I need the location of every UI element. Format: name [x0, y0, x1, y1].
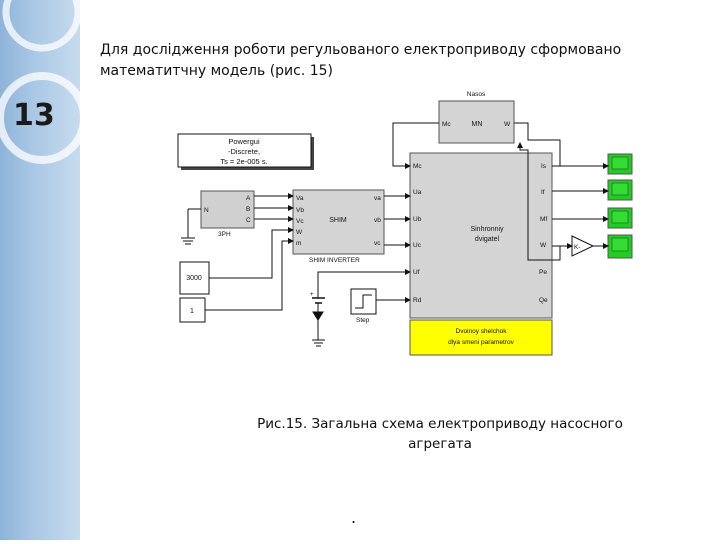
nasos-out-w: W: [504, 121, 511, 128]
signal-lines: [205, 122, 609, 311]
three-phase-source-block[interactable]: N A B C 3PH: [200, 190, 255, 238]
figure-caption: Рис.15. Загальна схема електроприводу на…: [257, 416, 623, 452]
step-block[interactable]: Step: [350, 288, 377, 324]
shim-in-va: Va: [296, 195, 304, 202]
motor-out-w: W: [540, 242, 547, 249]
gain-label: K-: [574, 244, 581, 251]
three-ph-label: 3PH: [218, 231, 231, 238]
constant-1-value: 1: [190, 308, 194, 315]
three-ph-port-n: N: [204, 207, 209, 214]
shim-in-w: W: [296, 229, 303, 236]
three-ph-port-b: B: [246, 206, 250, 213]
shim-in-vc: Vc: [296, 218, 304, 225]
powergui-line3: Ts = 2e-005 s.: [220, 157, 267, 166]
shim-in-m: m: [296, 240, 301, 247]
motor-in-ub: Ub: [413, 216, 422, 223]
motor-out-mf: Mf: [540, 216, 547, 223]
nasos-center: MN: [472, 121, 483, 128]
motor-out-pe: Pe: [539, 269, 547, 276]
motor-in-uc: Uc: [413, 242, 422, 249]
yellow-block-line1: Dvoinoy shelchok: [456, 328, 508, 335]
scope-mf[interactable]: [607, 207, 633, 229]
powergui-block[interactable]: Powergui -Discrete, Ts = 2e-005 s.: [177, 133, 314, 170]
ring-top: [2, 0, 82, 52]
sidebar-band: [0, 0, 88, 540]
motor-name-line1: Sinhronniy: [470, 226, 504, 233]
dc-source-symbol: +: [310, 292, 325, 347]
parameter-switch-block[interactable]: Dvoinoy shelchok dlya smeni parametrov: [409, 319, 553, 356]
svg-text:+: +: [310, 292, 314, 298]
powergui-line2: -Discrete,: [228, 147, 260, 156]
footer-mark: .: [351, 508, 357, 527]
shim-label: SHIM INVERTER: [309, 257, 360, 264]
constant-3000-block[interactable]: 3000: [179, 261, 210, 295]
motor-in-uf: Uf: [413, 269, 420, 276]
shim-out-vc: vc: [374, 240, 381, 247]
constant-1-block[interactable]: 1: [179, 297, 206, 323]
gain-block[interactable]: K-: [571, 235, 595, 257]
shim-in-vb: Vb: [296, 207, 304, 214]
nasos-block[interactable]: Nasos Mc MN W: [438, 91, 515, 144]
three-ph-port-a: A: [246, 195, 251, 202]
yellow-block-line2: dlya smeni parametrov: [448, 339, 514, 346]
step-label: Step: [356, 317, 370, 324]
slide-number: 13: [13, 98, 55, 133]
nasos-title: Nasos: [467, 91, 486, 98]
shim-out-vb: vb: [374, 217, 381, 224]
three-ph-port-c: C: [246, 217, 251, 224]
scope-w[interactable]: [607, 234, 633, 259]
scope-is[interactable]: [607, 153, 633, 175]
motor-out-qe: Qe: [539, 297, 548, 304]
motor-name-line2: dvigatel: [475, 236, 500, 243]
shim-out-va: va: [374, 195, 381, 202]
motor-out-is: Is: [541, 163, 547, 170]
powergui-line1: Powergui: [228, 137, 260, 146]
motor-out-if: If: [541, 189, 545, 196]
nasos-in-mc: Mc: [442, 121, 451, 128]
intro-text: Для дослідження роботи регульованого еле…: [100, 42, 622, 79]
motor-in-rd: Rd: [413, 297, 422, 304]
ground-symbol: [181, 208, 201, 245]
shim-inverter-block[interactable]: Va Vb Vc W m SHIM va vb vc SHIM INVERTER: [292, 189, 385, 264]
motor-in-mc: Mc: [413, 163, 422, 170]
motor-in-ua: Ua: [413, 189, 422, 196]
shim-name: SHIM: [329, 217, 347, 224]
constant-3000-value: 3000: [186, 275, 202, 282]
scope-if[interactable]: [607, 179, 633, 201]
sync-motor-block[interactable]: Mc Ua Ub Uc Uf Rd Sinhronniy dvigatel Is…: [409, 152, 553, 319]
